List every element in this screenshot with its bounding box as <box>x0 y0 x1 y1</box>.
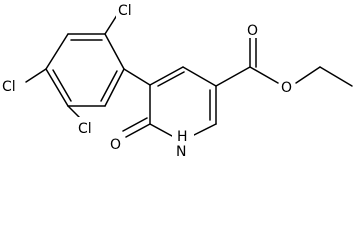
bond-ester-c-o <box>249 66 279 84</box>
atom-cl-top: Cl <box>118 3 132 19</box>
bond-pyr-c2-n <box>191 123 217 137</box>
bond-ring-left <box>45 68 69 107</box>
bond-ester-c3-c <box>215 66 251 87</box>
bond-pyr-c5-c4-inner <box>157 71 185 87</box>
atom-labels: Cl Cl Cl O H N O O <box>0 0 295 162</box>
bond-pyr-c4-c3 <box>182 66 217 87</box>
bond-biaryl <box>123 68 151 86</box>
label-bg-cl-bottom <box>76 117 98 135</box>
atom-o-ester-ether: O <box>281 80 292 96</box>
bond-pyr-c5-c4 <box>149 66 184 86</box>
bond-pyr-n-c6 <box>149 123 173 137</box>
atom-n: N <box>176 144 186 160</box>
bond-ketone-2 <box>122 117 148 132</box>
label-bg-cl-left <box>0 75 22 93</box>
bond-cl-bottom <box>67 105 81 119</box>
atom-cl-bottom: Cl <box>78 121 92 137</box>
bond-ring-right-inner <box>100 70 118 102</box>
bond-ketone-1 <box>125 123 151 138</box>
atom-o-ketone: O <box>110 137 121 153</box>
bond-cl-left <box>25 68 47 83</box>
bond-ring-top-right <box>104 33 125 70</box>
bond-ester-o-ch2 <box>295 66 321 84</box>
label-bg-o-ester-ether <box>279 77 295 95</box>
bond-ring-left-inner <box>52 69 72 102</box>
label-bg-nh <box>172 128 194 162</box>
bond-ring-top-left <box>45 33 69 70</box>
chemical-structure: Cl Cl Cl O H N O O <box>0 0 353 162</box>
atom-cl-left: Cl <box>2 79 16 95</box>
bond-ring-right <box>104 68 125 107</box>
label-bg-o-ester-carbonyl <box>245 20 261 38</box>
label-bg-cl-top <box>116 0 136 18</box>
atom-o-ester-carbonyl: O <box>247 23 258 39</box>
label-bg-o-ketone <box>108 134 124 152</box>
bond-ester-ch2-ch3 <box>319 66 353 87</box>
bonds <box>25 11 353 138</box>
atom-nh-h: H <box>177 129 188 145</box>
